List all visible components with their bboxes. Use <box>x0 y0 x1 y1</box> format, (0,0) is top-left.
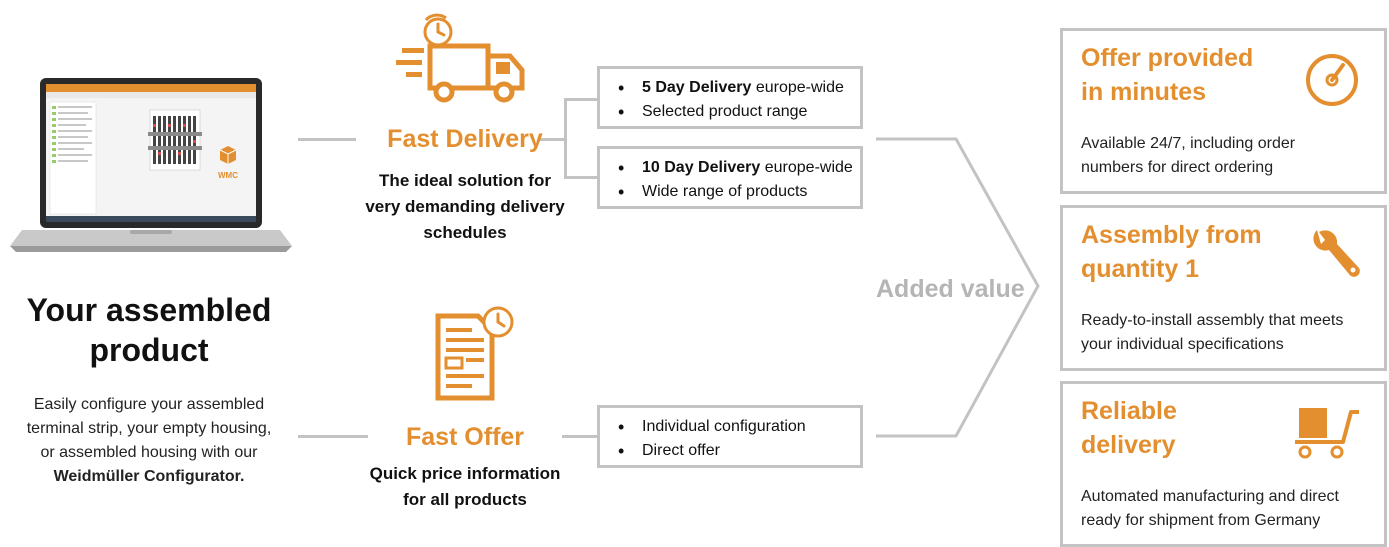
document-clock-icon <box>432 302 522 402</box>
connector-fd-top <box>564 98 598 101</box>
card-assembly-text: Ready-to-install assembly that meets you… <box>1081 309 1343 357</box>
offer-options: Individual configuration Direct offer <box>597 405 863 468</box>
card-offer-title: Offer provided in minutes <box>1081 41 1253 109</box>
card-assembly: Assembly from quantity 1 Ready-to-instal… <box>1060 205 1387 371</box>
added-value-arrow <box>876 137 1040 438</box>
cart-icon <box>1293 404 1361 460</box>
description-line2: terminal strip, your empty housing, <box>26 420 272 437</box>
fd-line1: The ideal solution for <box>379 171 551 190</box>
wide-range-item: Wide range of products <box>618 180 853 204</box>
delivery-5-day-list: 5 Day Delivery europe-wide Selected prod… <box>600 76 844 124</box>
product-title-line2: product <box>89 332 209 368</box>
card-reliable-title-line1: Reliable <box>1081 397 1177 425</box>
delivery-option-5-day: 5 Day Delivery europe-wide Selected prod… <box>597 66 863 129</box>
delivery-5-day-bold: 5 Day Delivery <box>642 79 752 96</box>
card-reliable-title-line2: delivery <box>1081 431 1176 459</box>
product-title: Your assembled product <box>0 290 298 370</box>
fast-delivery-description: The ideal solution for very demanding de… <box>350 168 580 246</box>
connector-fd-stub <box>538 138 566 141</box>
wrench-icon <box>1309 224 1367 282</box>
description-line1: Easily configure your assembled <box>33 396 265 413</box>
card-offer-title-line1: Offer provided <box>1081 44 1254 72</box>
fd-line2: very demanding delivery <box>365 197 565 216</box>
fast-delivery-title: Fast Delivery <box>387 125 543 153</box>
product-title-line1: Your assembled <box>26 292 272 328</box>
fast-offer-description: Quick price information for all products <box>350 461 580 513</box>
card-offer-text-line2: numbers for direct ordering <box>1081 159 1274 176</box>
direct-offer-item: Direct offer <box>618 439 806 463</box>
fd-line3: schedules <box>423 223 507 242</box>
connector-fd-vertical <box>564 98 567 178</box>
selected-range-item: Selected product range <box>618 100 844 124</box>
delivery-10-day-bold: 10 Day Delivery <box>642 159 761 176</box>
card-assembly-text-line2: your individual specifications <box>1081 336 1284 353</box>
truck-clock-icon <box>396 12 528 104</box>
delivery-10-day-list: 10 Day Delivery europe-wide Wide range o… <box>600 156 853 204</box>
delivery-5-day-item: 5 Day Delivery europe-wide <box>618 76 844 100</box>
individual-configuration-item: Individual configuration <box>618 415 806 439</box>
laptop-logo-text: WMC <box>218 171 238 180</box>
card-reliable-text-line1: Automated manufacturing and direct <box>1081 488 1339 505</box>
card-assembly-title-line1: Assembly from <box>1081 221 1262 249</box>
connector-fo-stub <box>562 435 598 438</box>
fast-offer-title: Fast Offer <box>405 423 525 451</box>
card-offer-title-line2: in minutes <box>1081 78 1207 106</box>
card-reliable-title: Reliable delivery <box>1081 394 1177 462</box>
card-assembly-title: Assembly from quantity 1 <box>1081 218 1262 286</box>
gauge-icon <box>1303 51 1361 109</box>
card-offer-minutes: Offer provided in minutes Available 24/7… <box>1060 28 1387 194</box>
product-description: Easily configure your assembled terminal… <box>0 393 298 489</box>
connector-fd-bottom <box>564 176 598 179</box>
laptop-illustration: WMC <box>10 78 292 252</box>
card-reliable-text: Automated manufacturing and direct ready… <box>1081 485 1339 533</box>
added-value-label: Added value <box>876 275 1025 303</box>
card-assembly-title-line2: quantity 1 <box>1081 255 1200 283</box>
delivery-10-day-item: 10 Day Delivery europe-wide <box>618 156 853 180</box>
delivery-10-day-rest: europe-wide <box>760 159 853 176</box>
fo-line1: Quick price information <box>369 464 561 483</box>
card-assembly-text-line1: Ready-to-install assembly that meets <box>1081 312 1344 329</box>
delivery-5-day-rest: europe-wide <box>751 79 844 96</box>
connector-left-bottom <box>298 435 368 438</box>
card-offer-text-line1: Available 24/7, including order <box>1081 135 1296 152</box>
configurator-name: Weidmüller Configurator. <box>53 468 245 485</box>
offer-options-list: Individual configuration Direct offer <box>600 415 806 463</box>
connector-left-top <box>298 138 356 141</box>
card-reliable-delivery: Reliable delivery Automated manufacturin… <box>1060 381 1387 547</box>
card-offer-text: Available 24/7, including order numbers … <box>1081 132 1295 180</box>
laptop-image: WMC <box>10 74 295 264</box>
delivery-option-10-day: 10 Day Delivery europe-wide Wide range o… <box>597 146 863 209</box>
fo-line2: for all products <box>403 490 527 509</box>
card-reliable-text-line2: ready for shipment from Germany <box>1081 512 1321 529</box>
description-line3: or assembled housing with our <box>40 444 258 461</box>
